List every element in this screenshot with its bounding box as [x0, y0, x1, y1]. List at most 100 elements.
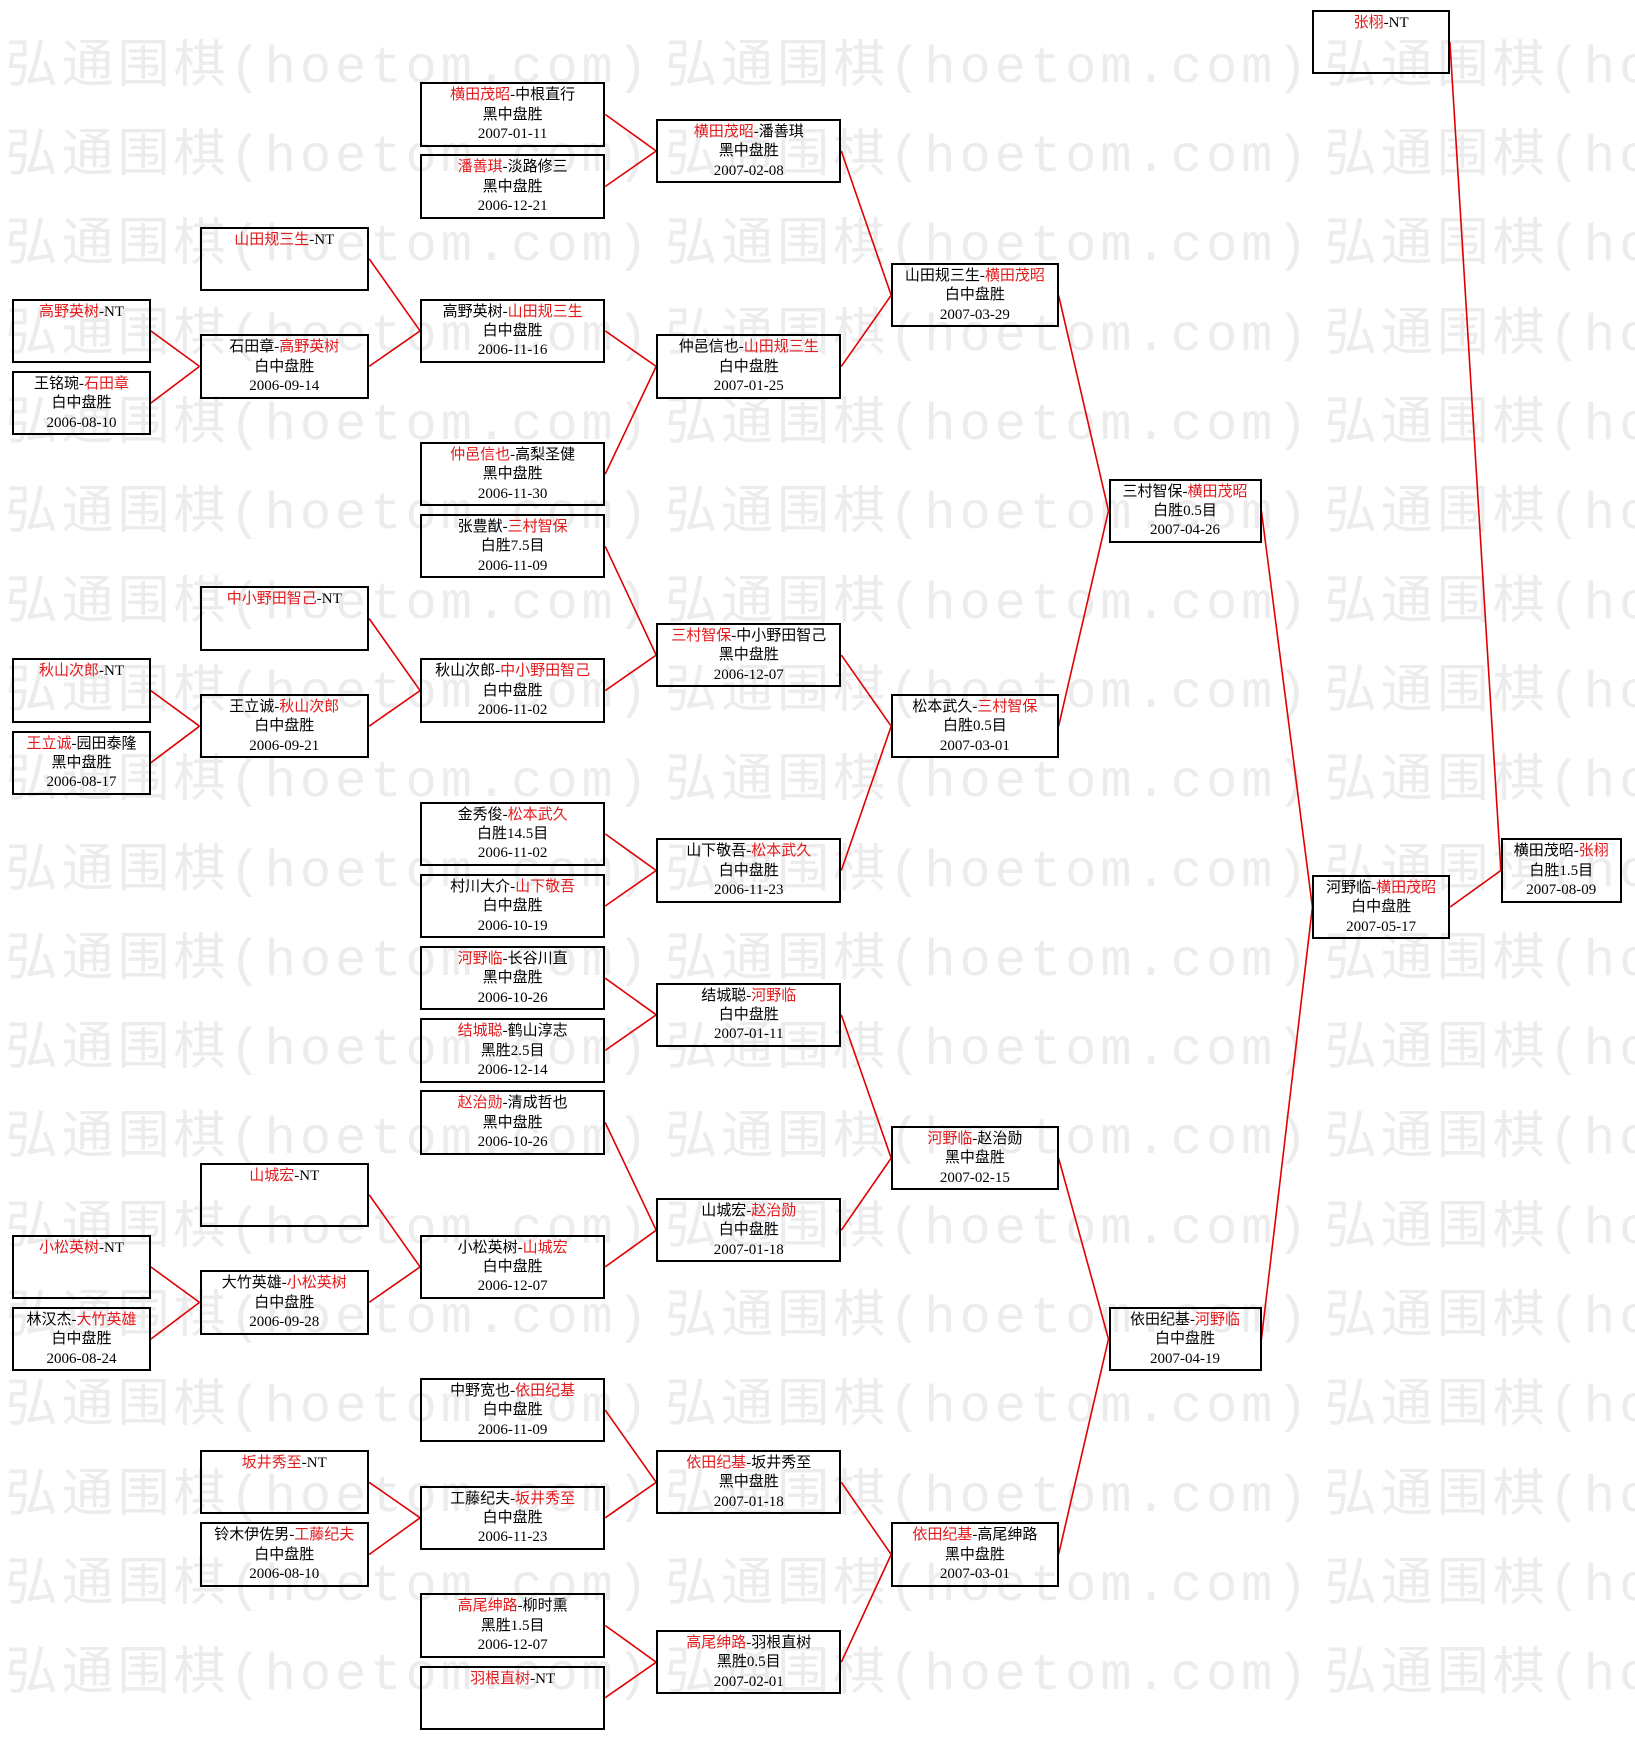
match-result: 白中盘胜: [482, 1259, 543, 1276]
match-players: 河野临-赵治勋: [893, 1130, 1056, 1149]
bracket-connector: [368, 258, 421, 332]
match-players: 松本武久-三村智保: [893, 698, 1056, 717]
watermark-text: 弘通围棋(hoetom.com): [665, 1646, 1312, 1706]
match-result: 白中盘胜: [254, 1294, 315, 1311]
watermark-text: 弘通围棋(hoetom.com): [665, 1110, 1312, 1170]
player-name: 中野宽也: [450, 1382, 511, 1399]
match-date: 2006-10-26: [477, 989, 548, 1006]
bracket-connector: [368, 618, 421, 692]
match-players: 结城聪-河野临: [658, 987, 839, 1006]
winner-name: 潘善琪: [457, 159, 503, 176]
bracket-connector: [840, 150, 892, 296]
player-name: 淡路修三: [507, 159, 568, 176]
match-players: 横田茂昭-潘善琪: [658, 123, 839, 142]
player-name: 石田章: [229, 339, 275, 356]
bracket-connector: [604, 330, 657, 368]
player-name: NT: [535, 1670, 556, 1687]
player-name: 中小野田智己: [736, 627, 827, 644]
bye-box: 小松英树-NT: [12, 1234, 151, 1300]
match-players: 三村智保-横田茂昭: [1111, 483, 1260, 502]
bracket-connector: [840, 1481, 892, 1555]
match-players: 秋山次郎-中小野田智己: [422, 662, 603, 681]
match-players: 三村智保-中小野田智己: [658, 627, 839, 646]
vs-separator: -: [1383, 15, 1389, 31]
winner-name: 横田茂昭: [1376, 879, 1437, 896]
player-name: 河野临: [1326, 879, 1372, 896]
match-date: 2007-03-29: [939, 306, 1010, 323]
vs-separator: -: [746, 843, 752, 860]
watermark-text: 弘通围棋(hoetom.com): [1324, 306, 1635, 366]
bracket-connector: [150, 1301, 200, 1340]
watermark-text: 弘通围棋(hoetom.com): [5, 1199, 652, 1259]
winner-name: 秋山次郎: [279, 699, 340, 715]
watermark-text: 弘通围棋(hoetom.com): [1324, 753, 1635, 813]
player-name: 清成哲也: [507, 1095, 568, 1112]
winner-name: 山田规三生: [234, 231, 310, 248]
match-players: 林汉杰-大竹英雄: [14, 1311, 149, 1330]
vs-separator: -: [972, 699, 978, 715]
bracket-connector: [604, 545, 657, 656]
match-players: 坂井秀至-NT: [202, 1454, 368, 1473]
watermark-text: 弘通围棋(hoetom.com): [1324, 1199, 1635, 1259]
winner-name: 横田茂昭: [450, 87, 511, 104]
bracket-connector: [368, 330, 421, 368]
match-players: 小松英树-NT: [14, 1239, 149, 1258]
bracket-connector: [1057, 1157, 1110, 1340]
player-name: 潘善琪: [758, 123, 804, 140]
vs-separator: -: [289, 1527, 295, 1544]
winner-name: 三村智保: [507, 519, 568, 536]
watermark-text: 弘通围棋(hoetom.com): [1324, 1467, 1635, 1527]
vs-separator: -: [510, 446, 516, 463]
player-name: 高尾绅路: [977, 1527, 1038, 1544]
match-date: 2006-11-02: [477, 702, 548, 719]
winner-name: 山下敬吾: [515, 878, 576, 895]
watermark-text: 弘通围棋(hoetom.com): [5, 396, 652, 455]
match-date: 2006-11-09: [477, 557, 548, 574]
bracket-connector: [604, 869, 657, 907]
vs-separator: -: [71, 735, 77, 752]
player-name: 结城聪: [701, 987, 747, 1004]
match-players: 高尾绅路-羽根直树: [658, 1634, 839, 1653]
watermark-text: 弘通围棋(hoetom.com): [665, 663, 1312, 723]
bracket-connector: [840, 294, 892, 367]
player-name: 山田规三生: [904, 268, 980, 285]
match-players: 横田茂昭-张栩: [1503, 842, 1620, 861]
match-date: 2007-08-09: [1526, 882, 1597, 899]
watermark-text: 弘通围棋(hoetom.com): [5, 1378, 652, 1438]
match-players: 张豊猷-三村智保: [422, 518, 603, 537]
vs-separator: -: [316, 591, 322, 608]
bracket-connector: [840, 654, 892, 727]
watermark-text: 弘通围棋(hoetom.com): [1324, 1289, 1635, 1348]
winner-name: 高野英树: [279, 339, 340, 356]
player-name: NT: [321, 591, 342, 608]
vs-separator: -: [502, 159, 508, 176]
winner-name: 三村智保: [977, 699, 1038, 715]
vs-separator: -: [510, 878, 516, 895]
vs-separator: -: [495, 663, 501, 680]
match-date: 2006-10-26: [477, 1134, 548, 1151]
bracket-connector: [840, 725, 892, 871]
bracket-connector: [604, 1014, 657, 1052]
vs-separator: -: [1182, 483, 1188, 500]
match-date: 2007-04-19: [1150, 1350, 1220, 1367]
match-result: 黑胜1.5目: [480, 1617, 545, 1634]
match-players: 中野宽也-依田纪基: [422, 1382, 603, 1401]
match-players: 仲邑信也-高梨圣健: [422, 446, 603, 465]
vs-separator: -: [972, 1527, 978, 1544]
match-result: 黑中盘胜: [482, 466, 543, 483]
winner-name: 工藤纪夫: [294, 1527, 355, 1544]
match-result: 黑中盘胜: [718, 647, 779, 664]
winner-name: 小松英树: [38, 1239, 99, 1256]
match-players: 山下敬吾-松本武久: [658, 842, 839, 861]
bracket-connector: [604, 1122, 657, 1231]
player-name: 张豊猷: [457, 519, 503, 536]
